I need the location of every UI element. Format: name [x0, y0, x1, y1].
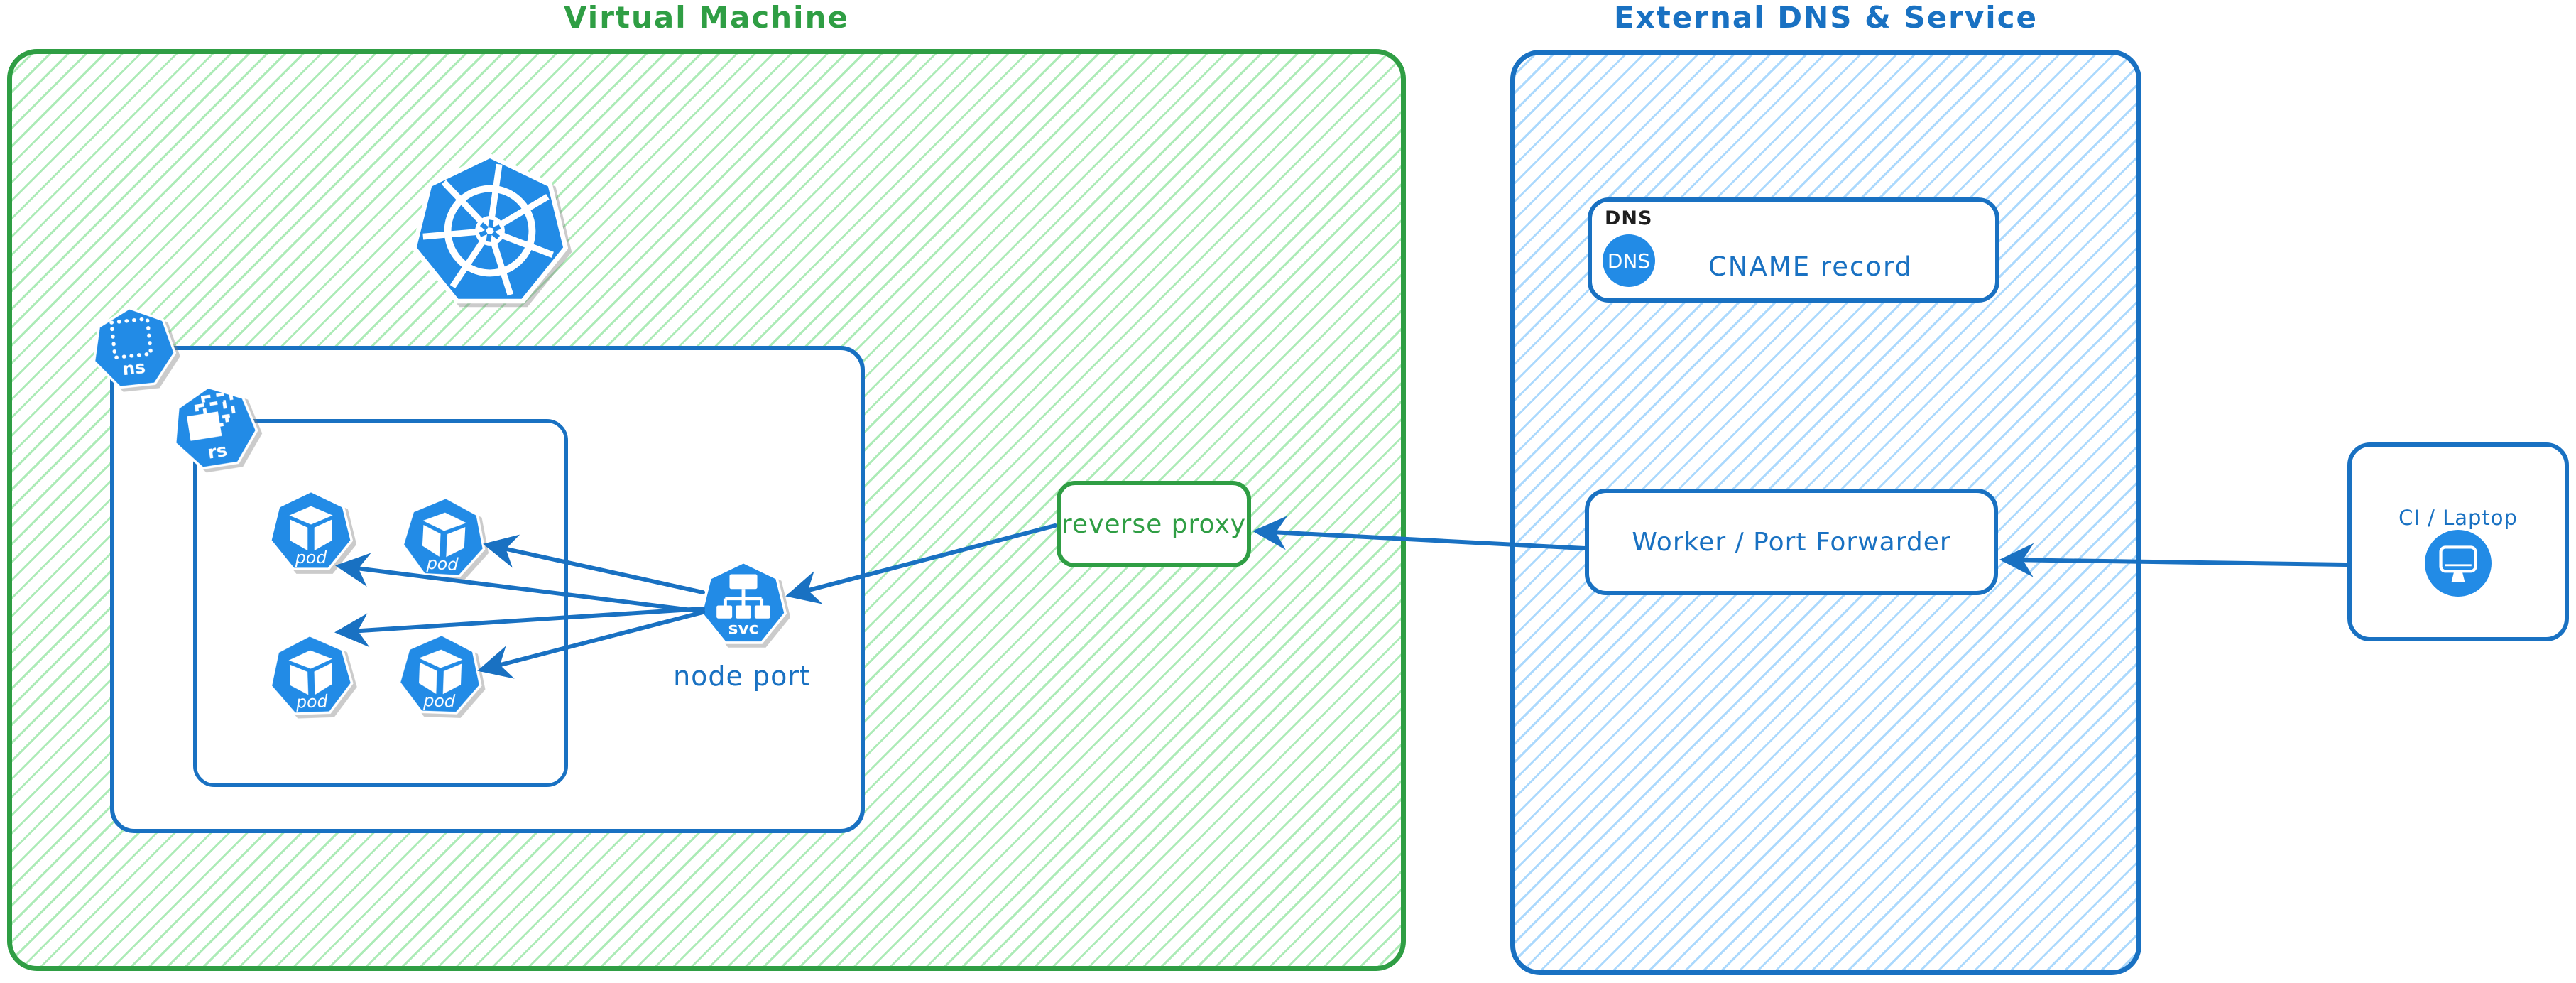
reverse-proxy-box: reverse proxy [1057, 481, 1251, 567]
worker-box: Worker / Port Forwarder [1585, 489, 1998, 595]
pod-icon-4: pod [397, 631, 484, 718]
namespace-icon: ns [87, 302, 180, 394]
vm-group-title: Virtual Machine [564, 0, 849, 35]
kubernetes-logo-icon [412, 153, 568, 309]
dns-box-tag: DNS [1605, 207, 1653, 229]
service-icon: svc [700, 560, 787, 647]
external-group-title: External DNS & Service [1613, 0, 2039, 35]
cname-record-label: CNAME record [1708, 251, 1914, 282]
dns-badge-label: DNS [1607, 249, 1651, 273]
namespace-icon-label: ns [121, 357, 146, 379]
pod-icon-label: pod [422, 690, 456, 712]
pod-icon-label: pod [295, 548, 327, 567]
pod-icon-3: pod [268, 632, 354, 719]
service-icon-label: svc [728, 619, 759, 639]
replicaset-box [193, 419, 568, 787]
pod-icon-label: pod [425, 553, 459, 575]
replicaset-icon-label: rs [206, 440, 229, 463]
dns-box [1588, 197, 1999, 303]
ci-laptop-label: CI / Laptop [2398, 506, 2518, 530]
replicaset-icon: rs [165, 379, 263, 476]
pod-icon-label: pod [295, 691, 329, 712]
pod-icon-2: pod [400, 494, 488, 582]
dns-badge-icon: DNS [1603, 234, 1655, 287]
reverse-proxy-label: reverse proxy [1061, 509, 1247, 539]
ci-laptop-box [2347, 442, 2569, 641]
pod-icon-1: pod [269, 489, 353, 573]
worker-label: Worker / Port Forwarder [1632, 527, 1951, 557]
laptop-icon [2425, 530, 2492, 597]
node-port-label: node port [673, 661, 811, 692]
